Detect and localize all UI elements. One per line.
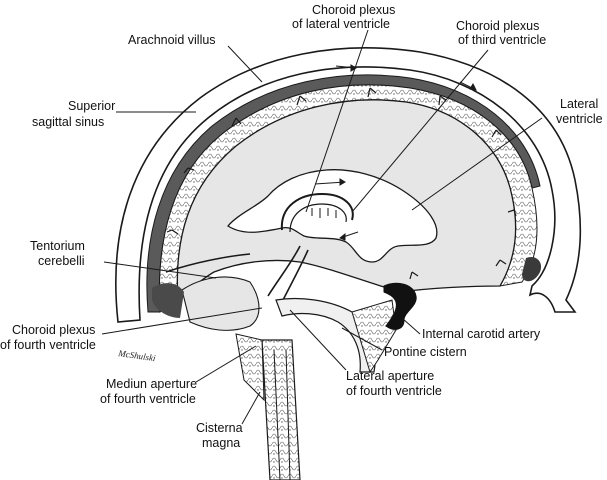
label-choroid-plexus-lateral-2: of lateral ventricle (292, 17, 390, 31)
cerebellum (181, 276, 260, 331)
lateral-ventricle (227, 169, 438, 263)
leader-lines (101, 29, 543, 425)
label-choroid-plexus-fourth-1: Choroid plexus (12, 323, 95, 337)
label-choroid-plexus-third-2: of third ventricle (458, 33, 546, 47)
pontine-cistern (351, 299, 397, 374)
label-choroid-plexus-third-1: Choroid plexus (456, 19, 539, 33)
label-cisterna-magna-1: Cisterna (196, 421, 243, 435)
label-lateral-aperture-2: of fourth ventricle (346, 384, 442, 398)
label-median-aperture-2: of fourth ventricle (100, 392, 196, 406)
label-cisterna-magna-2: magna (202, 436, 240, 450)
artist-signature: McShulski (117, 348, 157, 363)
cisterna-magna (235, 333, 265, 402)
label-tentorium-2: cerebelli (38, 254, 85, 268)
label-superior-sagittal-sinus-2: sagittal sinus (32, 115, 104, 129)
cerebral-aqueduct (267, 245, 309, 303)
choroid-plexus-lateral (289, 203, 347, 233)
internal-carotid-artery (383, 282, 417, 330)
label-pontine-cistern: Pontine cistern (384, 345, 467, 359)
confluence-of-sinuses (152, 283, 184, 318)
skull-outline (115, 47, 582, 323)
transverse-sinus (522, 256, 542, 282)
spinal-cord (261, 339, 301, 480)
tentorium (165, 253, 251, 273)
brainstem (275, 297, 376, 373)
label-tentorium-1: Tentorium (30, 239, 85, 253)
corpus-callosum (280, 192, 354, 231)
label-lateral-aperture-1: Lateral aperture (346, 369, 434, 383)
label-median-aperture-1: Mediun aperture (106, 377, 197, 391)
label-internal-carotid-artery: Internal carotid artery (422, 327, 541, 341)
label-lateral-ventricle-1: Lateral (560, 97, 598, 111)
csf-flow-arrows (314, 64, 477, 241)
label-lateral-ventricle-2: ventricle (556, 112, 603, 126)
label-choroid-plexus-fourth-2: of fourth ventricle (0, 338, 96, 352)
label-arachnoid-villus: Arachnoid villus (128, 33, 216, 47)
label-choroid-plexus-lateral-1: Choroid plexus (312, 3, 395, 17)
third-ventricle-arrows (311, 208, 337, 218)
label-superior-sagittal-sinus-1: Superior (68, 99, 115, 113)
arachnoid-villi (166, 87, 517, 280)
